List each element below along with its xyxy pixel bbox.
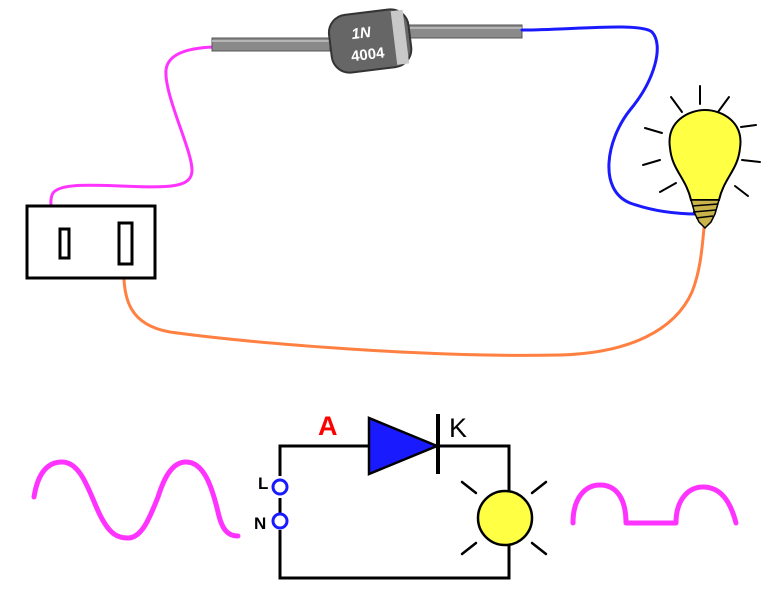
anode-label: A [318, 411, 338, 441]
lamp-rays [460, 480, 548, 556]
diode-symbol [367, 414, 441, 476]
half-wave-output [570, 482, 739, 526]
blue-wire [520, 25, 699, 216]
diode-body [327, 8, 413, 74]
socket-outline [25, 204, 157, 280]
diode-marking-line2: 4004 [350, 44, 386, 65]
light-bulb [642, 85, 761, 230]
diode-right-lead [403, 24, 523, 39]
live-terminal-label: L [258, 474, 268, 493]
diode-cathode-band [390, 9, 410, 65]
live-terminal [271, 478, 289, 496]
lamp-circle [476, 489, 534, 547]
bulb-glass [668, 108, 742, 201]
socket-slot-right [117, 221, 134, 266]
bulb-rays [642, 85, 761, 197]
ac-sine-wave [31, 459, 241, 541]
neutral-terminal [271, 512, 289, 530]
diode-marking-line1: 1N [351, 24, 373, 43]
orange-wire [122, 226, 706, 357]
neutral-terminal-label: N [254, 514, 266, 533]
socket-slot-left [58, 227, 71, 260]
schematic-wires [278, 444, 511, 580]
diode-triangle [367, 416, 441, 476]
diode-left-lead [211, 37, 331, 52]
magenta-wire [49, 45, 215, 238]
diode-component: 1N 4004 [327, 8, 413, 74]
power-socket [25, 204, 157, 280]
cathode-label: K [449, 413, 467, 443]
lamp-symbol [460, 480, 548, 556]
bulb-base [690, 199, 720, 230]
